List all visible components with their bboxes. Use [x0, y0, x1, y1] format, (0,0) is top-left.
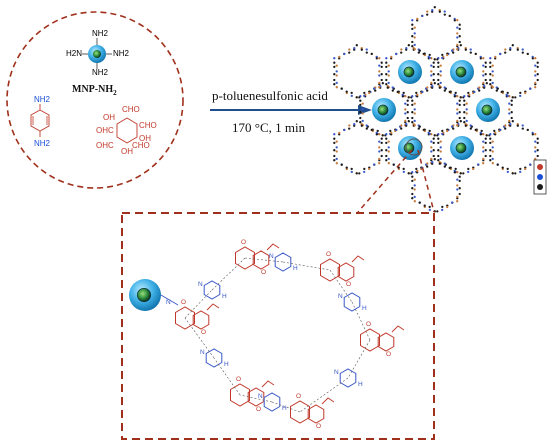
reagent-label: p-toluenesulfonic acid [212, 88, 328, 103]
atom-label: N [338, 293, 343, 300]
atom-label: O [181, 299, 186, 306]
mnp-group-bottom: NH2 [92, 68, 109, 77]
mnp-label: MNP-NH2 [72, 84, 117, 97]
atom-label: N [258, 393, 263, 400]
atom-label: N [334, 369, 339, 376]
atom-label: O [236, 376, 241, 383]
diamine-molecule: NH2 NH2 [30, 95, 51, 148]
atom-label: O [346, 281, 351, 288]
atom-label: H [293, 265, 298, 272]
legend-dot-blue [537, 174, 543, 180]
atom-label: O [386, 351, 391, 358]
atom-label: O [316, 423, 321, 430]
framework-pore [411, 158, 461, 213]
atom-label: H [362, 305, 367, 312]
reactants-dashed-circle [6, 11, 184, 189]
framework-pore [437, 120, 487, 175]
framework-pore [333, 120, 383, 175]
mnp-nh2-particle: NH2 H2N NH2 NH2 [66, 29, 130, 77]
legend-marker [533, 159, 547, 195]
ald-cho-bottomleft: OHC [96, 141, 114, 150]
zoom-connector [357, 138, 435, 213]
detail-dashed-box [121, 212, 435, 440]
atom-label: H [224, 361, 229, 368]
atom-label: H [222, 293, 227, 300]
reaction-arrow-group: p-toluenesulfonic acid 170 °C, 1 min [210, 88, 372, 135]
diamine-nh2-bottom: NH2 [34, 139, 51, 148]
atom-label: N [166, 299, 171, 306]
atom-label: N [198, 281, 203, 288]
ald-oh-right: OH [139, 134, 151, 143]
ald-cho-left: OHC [96, 126, 114, 135]
atom-label: N [200, 349, 205, 356]
framework-pore [437, 44, 487, 99]
atom-label: H [282, 405, 287, 412]
mnp-group-left: H2N [66, 49, 82, 58]
framework-pore [411, 82, 461, 137]
ald-cho-bottomright: CHO [132, 141, 150, 150]
ald-oh-bottom: OH [121, 147, 133, 156]
framework-pore [385, 120, 435, 175]
atom-label: O [366, 321, 371, 328]
cof-framework [333, 6, 539, 213]
atom-label: O [326, 251, 331, 258]
atom-label: N [269, 253, 274, 260]
ald-cho-top: CHO [122, 105, 140, 114]
aldehyde-molecule: CHO OH OHC CHO OHC OH OH CHO [96, 105, 157, 156]
atom-label: O [296, 393, 301, 400]
framework-pore [489, 44, 539, 99]
legend-dot-black [537, 184, 543, 190]
atom-label: O [261, 269, 266, 276]
ald-oh-topleft: OH [103, 113, 115, 122]
legend-dot-red [537, 164, 543, 170]
conditions-label: 170 °C, 1 min [232, 120, 306, 135]
framework-pore [333, 44, 383, 99]
ald-cho-right: CHO [139, 121, 157, 130]
diamine-nh2-top: NH2 [34, 95, 51, 104]
framework-pore [489, 120, 539, 175]
mnp-group-right: NH2 [113, 49, 130, 58]
atom-label: O [241, 239, 246, 246]
atom-label: H [358, 381, 363, 388]
reactants-group: NH2 H2N NH2 NH2 MNP-NH2 NH2 NH2 CHO OH O… [6, 11, 184, 189]
mnp-group-top: NH2 [92, 29, 109, 38]
framework-pore [411, 6, 461, 61]
atom-label: O [256, 406, 261, 413]
atom-label: O [201, 329, 206, 336]
